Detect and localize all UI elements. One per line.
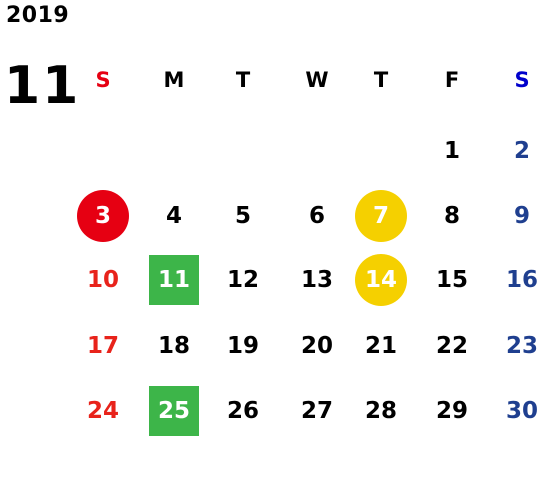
day-20[interactable]: 20	[291, 326, 343, 366]
day-13[interactable]: 13	[291, 260, 343, 300]
week-row-3: 10 11 12 13 14 15 16	[0, 260, 548, 300]
weekday-sunday: S	[95, 68, 111, 92]
day-17[interactable]: 17	[77, 326, 129, 366]
day-number: 6	[308, 203, 325, 229]
day-number: 29	[435, 398, 468, 424]
day-number: 18	[157, 333, 190, 359]
day-number: 19	[226, 333, 259, 359]
day-number: 10	[86, 267, 119, 293]
day-29[interactable]: 29	[426, 391, 478, 431]
year-label: 2019	[6, 3, 70, 28]
day-number: 26	[226, 398, 259, 424]
day-11[interactable]: 11	[148, 260, 200, 300]
day-12[interactable]: 12	[217, 260, 269, 300]
weekday-tuesday: T	[235, 68, 251, 92]
weekday-friday: F	[444, 68, 460, 92]
day-24[interactable]: 24	[77, 391, 129, 431]
day-number: 25	[157, 398, 190, 424]
day-2[interactable]: 2	[496, 131, 548, 171]
day-number: 8	[443, 203, 460, 229]
day-8[interactable]: 8	[426, 196, 478, 236]
weekday-header: S M T W T F S	[0, 60, 548, 100]
day-number: 16	[505, 267, 538, 293]
day-3[interactable]: 3	[77, 196, 129, 236]
day-28[interactable]: 28	[355, 391, 407, 431]
month-label: 11	[4, 56, 81, 116]
day-number: 13	[300, 267, 333, 293]
day-19[interactable]: 19	[217, 326, 269, 366]
day-number: 2	[513, 138, 530, 164]
day-number: 24	[86, 398, 119, 424]
day-4[interactable]: 4	[148, 196, 200, 236]
day-27[interactable]: 27	[291, 391, 343, 431]
day-18[interactable]: 18	[148, 326, 200, 366]
week-row-4: 17 18 19 20 21 22 23	[0, 326, 548, 366]
day-15[interactable]: 15	[426, 260, 478, 300]
weekday-monday: M	[163, 68, 185, 92]
week-row-5: 24 25 26 27 28 29 30	[0, 391, 548, 431]
day-10[interactable]: 10	[77, 260, 129, 300]
weekday-thursday: T	[373, 68, 389, 92]
day-number: 30	[505, 398, 538, 424]
day-number: 15	[435, 267, 468, 293]
day-25[interactable]: 25	[148, 391, 200, 431]
day-number: 14	[364, 267, 397, 293]
day-7[interactable]: 7	[355, 196, 407, 236]
week-row-2: 3 4 5 6 7 8 9	[0, 196, 548, 236]
day-number: 3	[94, 203, 111, 229]
day-16[interactable]: 16	[496, 260, 548, 300]
weekday-saturday: S	[514, 68, 530, 92]
day-14[interactable]: 14	[355, 260, 407, 300]
day-number: 21	[364, 333, 397, 359]
day-21[interactable]: 21	[355, 326, 407, 366]
day-number: 4	[165, 203, 182, 229]
day-number: 28	[364, 398, 397, 424]
day-23[interactable]: 23	[496, 326, 548, 366]
weekday-wednesday: W	[305, 68, 329, 92]
day-1[interactable]: 1	[426, 131, 478, 171]
day-number: 27	[300, 398, 333, 424]
day-number: 1	[443, 138, 460, 164]
day-9[interactable]: 9	[496, 196, 548, 236]
day-number: 17	[86, 333, 119, 359]
day-30[interactable]: 30	[496, 391, 548, 431]
day-22[interactable]: 22	[426, 326, 478, 366]
day-number: 9	[513, 203, 530, 229]
day-number: 12	[226, 267, 259, 293]
day-number: 11	[157, 267, 190, 293]
day-number: 5	[234, 203, 251, 229]
day-number: 22	[435, 333, 468, 359]
day-number: 7	[372, 203, 389, 229]
day-number: 20	[300, 333, 333, 359]
day-26[interactable]: 26	[217, 391, 269, 431]
day-number: 23	[505, 333, 538, 359]
day-5[interactable]: 5	[217, 196, 269, 236]
day-6[interactable]: 6	[291, 196, 343, 236]
